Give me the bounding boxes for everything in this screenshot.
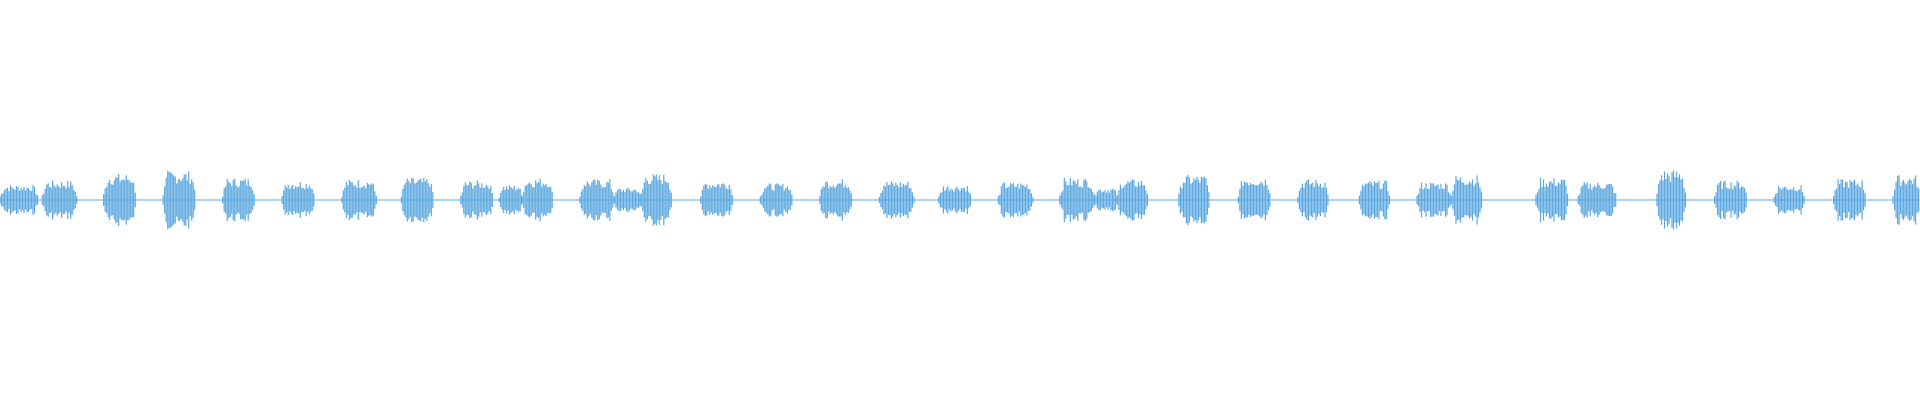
waveform-bar (400, 177, 434, 223)
waveform-segment (222, 178, 255, 222)
waveform-segment (1833, 179, 1866, 221)
waveform-bar (819, 179, 852, 221)
waveform-bar (1416, 182, 1453, 218)
waveform-bar (1116, 179, 1148, 221)
waveform-bar (162, 171, 196, 229)
waveform-segment (1656, 170, 1687, 230)
waveform-segment (759, 183, 793, 217)
waveform-bar (997, 182, 1034, 218)
waveform-bar (1714, 180, 1747, 220)
waveform-segment (281, 182, 315, 218)
waveform-bar (759, 183, 793, 217)
waveform-segment (1773, 185, 1805, 215)
waveform-bar (1892, 175, 1920, 225)
waveform-segment (1358, 180, 1390, 220)
waveform-bar (1358, 180, 1390, 220)
waveform-segment (579, 179, 615, 221)
waveform-bar (1450, 175, 1483, 225)
waveform-bar (341, 179, 377, 221)
waveform-bar (878, 181, 915, 219)
waveform-segment (1178, 175, 1210, 225)
waveform-bar (281, 182, 315, 218)
waveform-bar (41, 180, 78, 220)
waveform-bar (1297, 179, 1329, 221)
waveform-segment (1116, 179, 1148, 221)
waveform-segment (819, 179, 852, 221)
waveform-segment (997, 182, 1034, 218)
waveform-segment (1237, 179, 1271, 221)
waveform-bar (1656, 170, 1687, 230)
waveform-bars (0, 170, 1920, 230)
waveform-segment (41, 180, 78, 220)
waveform-bar (103, 173, 136, 227)
waveform-bar (1178, 175, 1210, 225)
waveform-segment (103, 173, 136, 227)
waveform-segment (0, 185, 39, 215)
waveform-segment (1093, 189, 1118, 211)
waveform-bar (700, 183, 733, 217)
waveform-bar (640, 174, 672, 226)
waveform-bar (521, 178, 553, 222)
waveform-segment (521, 178, 553, 222)
waveform-bar (613, 187, 641, 213)
waveform-bar (1237, 179, 1271, 221)
waveform-segment (938, 186, 971, 214)
waveform-bar (222, 178, 255, 222)
waveform-segment (640, 174, 672, 226)
waveform-bar (0, 185, 39, 215)
waveform-segment (1892, 175, 1920, 225)
waveform-segment (1450, 175, 1483, 225)
waveform-bar (498, 185, 523, 215)
waveform-segment (1297, 179, 1329, 221)
waveform-segment (460, 180, 493, 220)
waveform-bar (1773, 185, 1805, 215)
waveform-segment (878, 181, 915, 219)
waveform-bar (1535, 177, 1569, 223)
waveform-bar (579, 179, 615, 221)
waveform-segment (400, 177, 434, 223)
waveform-bar (1577, 182, 1617, 218)
waveform-bar (938, 186, 971, 214)
waveform-segment (1577, 182, 1617, 218)
waveform-segment (341, 179, 377, 221)
waveform-segment (1416, 182, 1453, 218)
waveform-segment (1714, 180, 1747, 220)
waveform-segment (498, 185, 523, 215)
waveform-bar (460, 180, 493, 220)
waveform-segment (1059, 177, 1095, 223)
waveform-bar (1833, 179, 1866, 221)
waveform-bar (1093, 189, 1118, 211)
waveform-segment (700, 183, 733, 217)
waveform-segment (162, 171, 196, 229)
waveform-bar (1059, 177, 1095, 223)
waveform-segment (1535, 177, 1569, 223)
waveform-segment (613, 187, 641, 213)
